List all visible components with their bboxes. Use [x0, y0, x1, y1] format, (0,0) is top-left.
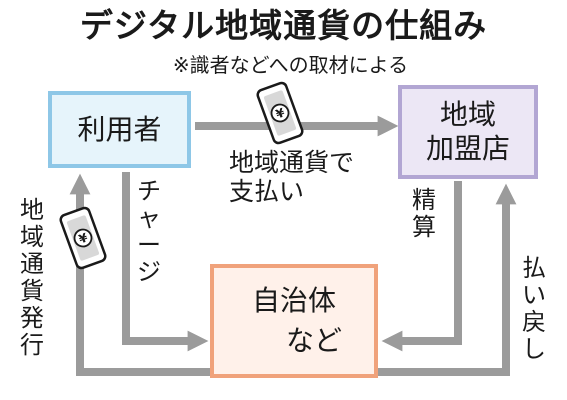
diagram-subtitle: ※識者などへの取材による — [172, 53, 409, 77]
edge-label-settle: 精 算 — [410, 187, 438, 241]
edge-label-refund-char: し — [522, 335, 546, 363]
edge-label-issue-char: 通 — [20, 250, 44, 278]
edge-label-issue: 地 域 通 貨 発 行 — [18, 197, 46, 359]
node-user: 利用者 — [48, 91, 191, 168]
edge-label-charge-char: ジ — [137, 258, 161, 286]
edge-label-refund-char: 払 — [522, 254, 546, 282]
arrow-charge — [122, 172, 209, 352]
node-user-label: 利用者 — [77, 112, 162, 146]
edge-label-charge-char: チ — [137, 177, 161, 205]
edge-label-issue-char: 地 — [20, 196, 44, 224]
node-store-label-2: 加盟店 — [425, 132, 510, 165]
phone-yen-icon: ¥ — [59, 206, 107, 270]
phone-yen-icon: ¥ — [256, 81, 304, 145]
edge-label-charge-char: ー — [137, 231, 161, 259]
node-gov-label-1: 自治体 — [251, 284, 336, 317]
diagram-title: デジタル地域通貨の仕組み — [79, 6, 488, 45]
edge-label-pay-line-2: 支払い — [229, 177, 305, 206]
arrow-settle — [381, 181, 462, 352]
edge-label-issue-char: 行 — [20, 331, 44, 359]
edge-label-issue-char: 域 — [20, 223, 44, 251]
node-gov-label-2: など — [285, 324, 342, 357]
edge-label-charge-char: ャ — [137, 204, 161, 232]
node-store: 地域 加盟店 — [398, 85, 538, 179]
node-gov: 自治体 など — [210, 264, 378, 378]
arrow-refund — [378, 183, 517, 376]
edge-label-settle-char: 算 — [412, 213, 436, 241]
edge-label-issue-char: 貨 — [20, 277, 44, 305]
edge-label-refund: 払 い 戻 し — [520, 255, 548, 363]
edge-label-refund-char: い — [522, 281, 546, 309]
edge-label-issue-char: 発 — [20, 304, 44, 332]
edge-label-settle-char: 精 — [412, 186, 436, 214]
edge-label-charge: チ ャ ー ジ — [135, 178, 163, 286]
edge-label-pay: 地域通貨で 支払い — [229, 148, 389, 206]
node-store-label-1: 地域 — [439, 98, 496, 131]
edge-label-pay-line-1: 地域通貨で — [229, 148, 355, 177]
edge-label-refund-char: 戻 — [522, 308, 546, 336]
